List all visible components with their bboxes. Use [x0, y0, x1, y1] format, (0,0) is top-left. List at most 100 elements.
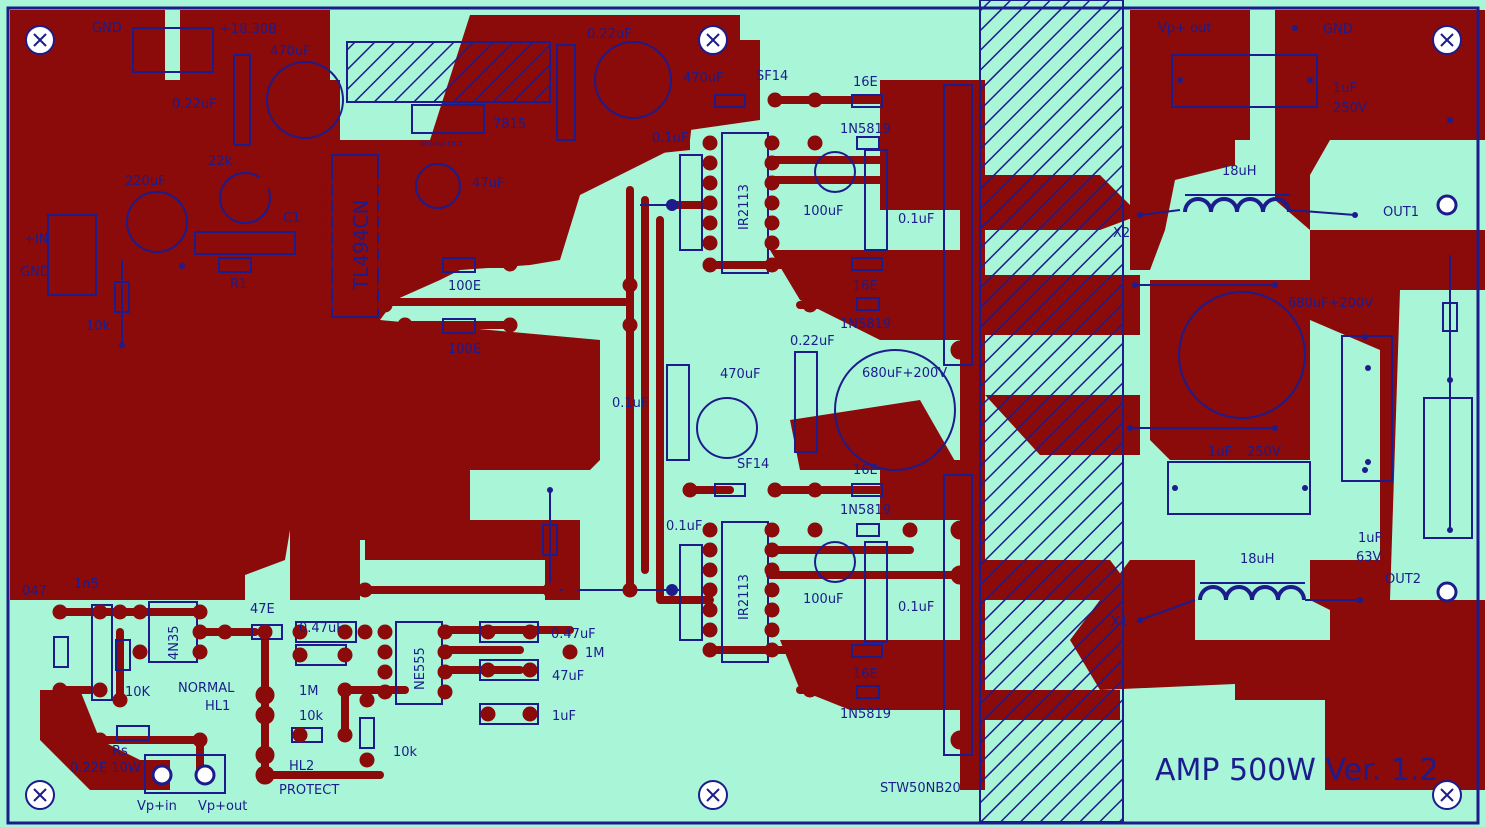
label-c470-2: 470uF — [683, 71, 724, 86]
label-16e-4: 16E — [853, 667, 878, 682]
label-47uf-2: 47uF — [552, 669, 584, 684]
label-tl494: TL494CN — [349, 200, 373, 291]
copper-pour-heatsink-left — [960, 80, 985, 790]
via — [1177, 77, 1183, 83]
label-vp-in: Vp+in — [137, 799, 177, 814]
pad — [764, 622, 780, 638]
label-out2: OUT2 — [1385, 572, 1421, 587]
pad — [950, 685, 970, 705]
cap-022-2 — [556, 44, 576, 141]
res-right — [1442, 302, 1458, 332]
via — [1447, 527, 1453, 533]
pad — [192, 624, 208, 640]
cap-100-1 — [814, 151, 856, 193]
cap-01-4 — [679, 544, 703, 641]
pad — [397, 256, 413, 272]
out1-terminal — [1436, 194, 1458, 216]
label-100uf-1: 100uF — [803, 204, 844, 219]
via — [1292, 25, 1298, 31]
pad — [317, 206, 333, 222]
connector-in — [47, 214, 97, 296]
label-gnd-top: GND — [92, 21, 122, 36]
pad — [52, 604, 68, 620]
pad — [317, 238, 333, 254]
label-18uh-2: 18uH — [1240, 552, 1275, 567]
label-1uf-250-mid-b: 250V — [1247, 445, 1281, 460]
mounting-holes — [25, 25, 1462, 810]
pad — [132, 644, 148, 660]
label-out1: OUT1 — [1383, 205, 1419, 220]
pad — [317, 278, 333, 294]
label-1uf-small: 1uF — [552, 709, 576, 724]
pad — [480, 706, 496, 722]
cap-01-3 — [666, 364, 690, 461]
pad — [807, 482, 823, 498]
diode-sf14-2 — [714, 483, 746, 497]
traces — [56, 96, 964, 779]
label-1m-1: 1M — [585, 646, 605, 661]
copper-pour-mid — [595, 40, 760, 160]
pad — [112, 604, 128, 620]
pad — [522, 706, 538, 722]
cap-01-1 — [679, 154, 703, 251]
cap-470-3 — [696, 397, 758, 459]
cap-022-3 — [794, 351, 818, 453]
res-10k-2 — [115, 639, 131, 671]
pad — [764, 257, 780, 273]
pad — [902, 257, 918, 273]
copper-pour-left — [10, 10, 740, 600]
pad — [480, 662, 496, 678]
pad — [397, 317, 413, 333]
pad — [767, 92, 783, 108]
pad — [807, 135, 823, 151]
pad — [357, 582, 373, 598]
pad — [255, 685, 275, 705]
label-vp-out-top: Vp+ out — [1158, 21, 1211, 36]
pad — [622, 582, 638, 598]
diode-1n5819-3 — [856, 523, 880, 537]
pad — [950, 90, 970, 110]
label-16e-1: 16E — [853, 75, 878, 90]
label-c470-1: 470uF — [270, 44, 311, 59]
label-18uh-1: 18uH — [1222, 164, 1257, 179]
via — [1137, 212, 1143, 218]
pad — [359, 752, 375, 768]
pad — [437, 624, 453, 640]
pad — [317, 174, 333, 190]
pad — [377, 238, 393, 254]
label-c47: 47uF — [472, 176, 504, 191]
pad — [702, 135, 718, 151]
reg-7815 — [411, 104, 485, 134]
label-ir2113-2: IR2113 — [737, 574, 752, 620]
cap-1uf-small — [479, 703, 539, 725]
mosfet-2 — [943, 474, 973, 756]
pad — [902, 297, 918, 313]
pad — [337, 727, 353, 743]
label-ir2113-1: IR2113 — [737, 184, 752, 230]
copper-pour-mid-center-right — [880, 460, 960, 520]
out2-terminal — [1436, 581, 1458, 603]
pad — [902, 642, 918, 658]
label-x2: X2 — [1113, 226, 1130, 241]
pad — [377, 297, 393, 313]
component-outlines — [47, 27, 1473, 794]
via — [1352, 212, 1358, 218]
res-100e-2 — [442, 318, 476, 334]
label-reg-pins: IN GND OUT — [420, 140, 463, 148]
pad — [437, 664, 453, 680]
pad — [257, 174, 273, 190]
inductors — [1183, 194, 1306, 601]
pad — [502, 317, 518, 333]
pad — [377, 278, 393, 294]
label-x1: X1 — [1111, 615, 1128, 630]
label-c022-1: 0.22uF — [172, 97, 217, 112]
silk-trace-3 — [1139, 209, 1356, 216]
pad — [257, 624, 273, 640]
pad — [337, 624, 353, 640]
pad — [357, 624, 373, 640]
res-10k-v — [359, 717, 375, 749]
pad — [764, 175, 780, 191]
copper-pour-mid-right — [1130, 140, 1235, 270]
mounting-hole-tl — [25, 25, 55, 55]
